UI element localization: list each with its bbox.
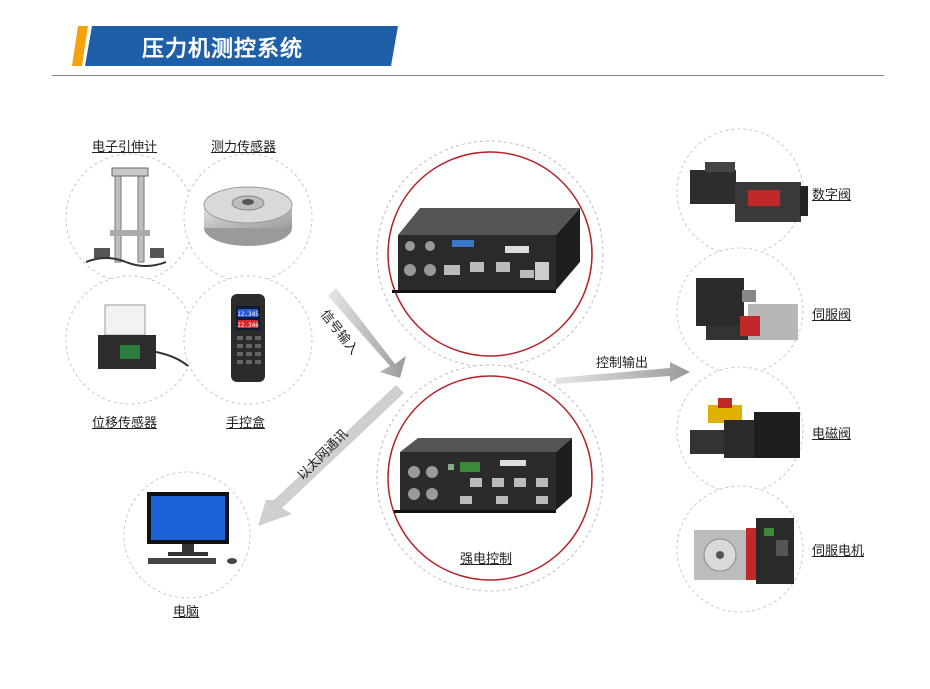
handbox-image — [231, 294, 265, 382]
pc-image — [147, 492, 237, 564]
label-servo-motor: 伺服电机 — [812, 544, 865, 559]
control-output-arrow — [555, 362, 690, 384]
handbox-screen-line2: 22.346 — [237, 322, 259, 329]
label-handbox: 手控盒 — [226, 416, 266, 431]
digital-valve-image — [690, 162, 808, 222]
servo-valve-image — [696, 278, 798, 340]
label-digital-valve: 数字阀 — [812, 188, 852, 203]
controller-box-image — [392, 208, 580, 293]
page-title: 压力机测控系统 — [142, 37, 304, 62]
label-pc: 电脑 — [173, 605, 200, 620]
label-power-control: 强电控制 — [460, 552, 513, 567]
label-servo-valve: 伺服阀 — [812, 308, 852, 323]
title-divider — [52, 75, 884, 76]
label-solenoid-valve: 电磁阀 — [812, 427, 852, 442]
arrow-label-control-output: 控制输出 — [596, 356, 649, 371]
ethernet-arrow — [258, 385, 404, 526]
extensometer-image — [85, 167, 167, 267]
label-load-cell: 测力传感器 — [211, 140, 277, 155]
label-extensometer: 电子引伸计 — [92, 140, 158, 155]
servo-motor-image — [694, 518, 794, 584]
title-bar — [85, 26, 398, 66]
power-box-image — [394, 438, 572, 513]
label-displacement-sensor: 位移传感器 — [92, 416, 158, 431]
signal-input-arrow — [328, 288, 406, 378]
title-banner: 压力机测控系统 — [72, 26, 398, 66]
displacement-sensor-image — [98, 304, 189, 369]
handbox-screen-line1: 12.345 — [237, 311, 259, 318]
solenoid-valve-image — [690, 398, 800, 458]
load-cell-image — [203, 186, 293, 246]
